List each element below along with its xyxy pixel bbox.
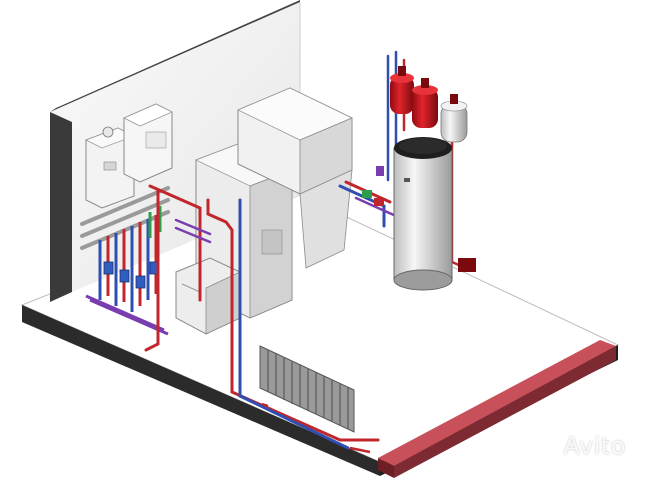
right-valves — [362, 166, 476, 272]
door-threshold — [378, 340, 616, 478]
pellet-hopper — [237, 87, 353, 269]
wall-boiler-left — [85, 126, 135, 209]
wall-boiler-right — [123, 103, 173, 183]
avito-watermark: Avito — [533, 432, 626, 460]
expansion-unit-floor — [175, 257, 241, 335]
watermark-text: Avito — [563, 432, 626, 460]
floor-front-edge — [22, 305, 380, 476]
manifold-group — [80, 186, 170, 336]
radiator — [259, 345, 371, 454]
water-heater-tank — [393, 137, 453, 291]
left-wall-edge — [50, 112, 72, 302]
red-expansion-tank-2 — [412, 78, 438, 128]
left-wall-top — [50, 0, 300, 112]
white-expansion-tank — [440, 94, 468, 143]
red-expansion-tank-1 — [390, 66, 414, 114]
main-pipes — [144, 50, 472, 450]
avito-logo-icon — [533, 435, 562, 459]
